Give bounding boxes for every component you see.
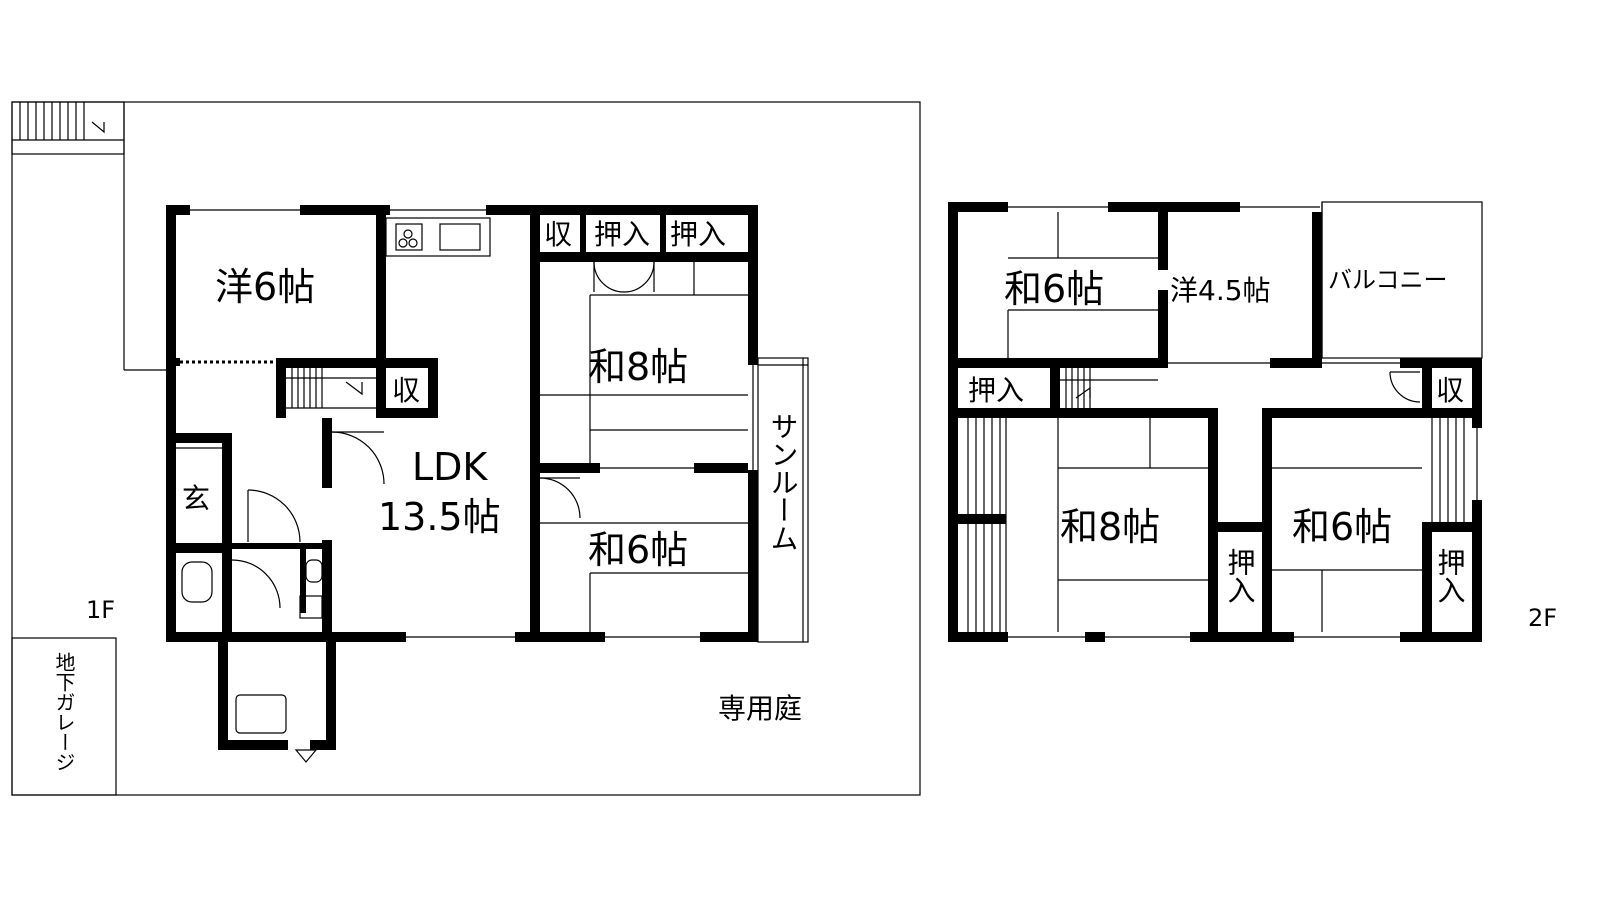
room-western-6: 洋6帖 (215, 265, 315, 309)
outdoor-stairs (11, 101, 125, 155)
room-closet-right: 押入 (1434, 548, 1467, 604)
garage-label: 地下ガレージ (52, 652, 76, 772)
room-japanese-6-bottom: 和6帖 (1292, 505, 1392, 549)
room-storage-stair: 収 (392, 374, 420, 407)
room-closet-left: 押入 (968, 374, 1024, 407)
room-entrance: 玄 (182, 482, 210, 515)
floor1-plan: 地下ガレージ (11, 101, 921, 796)
floor1-label: 1F (86, 596, 115, 624)
room-sunroom: サンルーム (767, 412, 800, 552)
room-storage-right: 収 (1436, 374, 1464, 407)
room-balcony: バルコニー (1328, 266, 1448, 294)
floor2-plan: 和6帖 洋4.5帖 バルコニー 押入 収 和8帖 和6帖 押入 押入 2F (948, 201, 1557, 642)
room-japanese-8: 和8帖 (588, 345, 688, 389)
veranda-left (967, 418, 1007, 632)
room-ldk-line2: 13.5帖 (378, 495, 501, 539)
room-western-4-5: 洋4.5帖 (1170, 274, 1271, 307)
room-closet-b: 押入 (670, 218, 726, 251)
lot-boundary (11, 101, 921, 796)
room-japanese-8: 和8帖 (1060, 505, 1160, 549)
stairs-2f (1060, 368, 1158, 408)
room-japanese-6: 和6帖 (588, 528, 688, 572)
room-ldk-line1: LDK (412, 445, 488, 489)
garage-area (11, 637, 117, 796)
room-storage-top: 収 (544, 218, 572, 251)
room-japanese-6-top: 和6帖 (1004, 267, 1104, 311)
veranda-right (1431, 418, 1465, 522)
stairs-1f (286, 368, 376, 409)
room-closet-a: 押入 (594, 218, 650, 251)
garden-label: 専用庭 (718, 692, 802, 725)
floor2-label: 2F (1528, 604, 1557, 632)
room-closet-mid: 押入 (1224, 548, 1257, 604)
